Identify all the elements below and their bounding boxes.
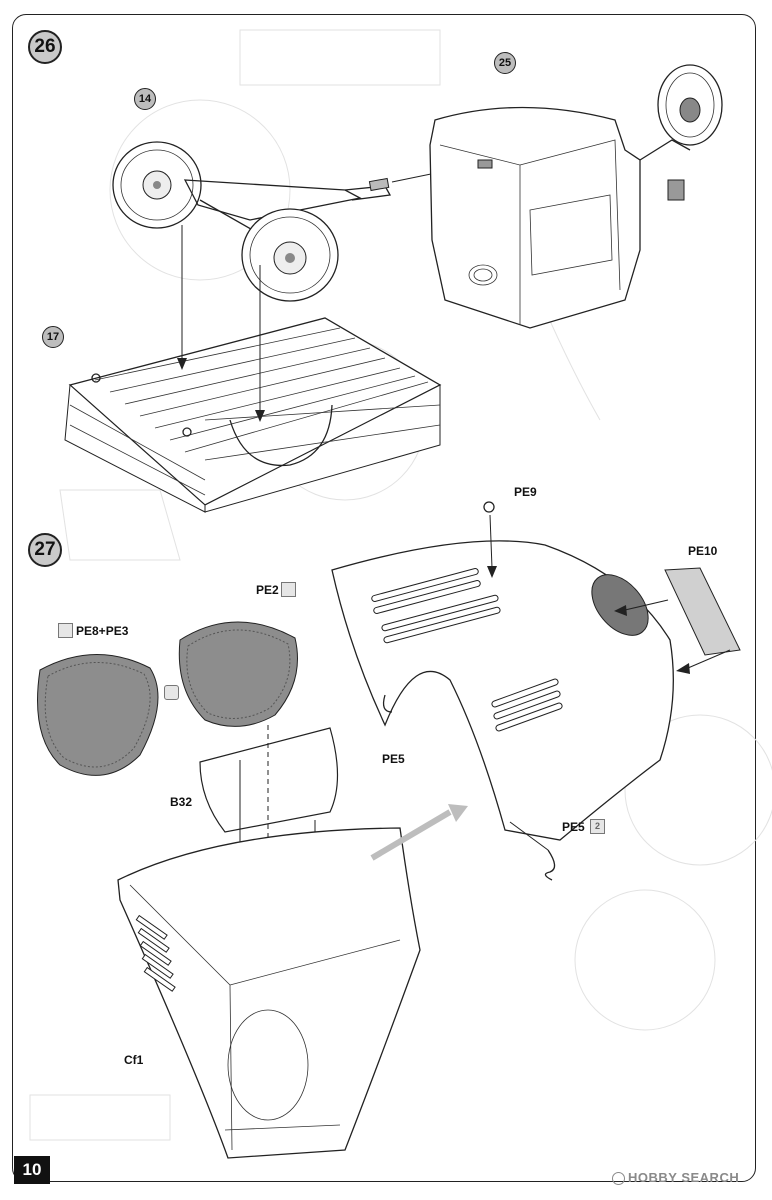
step26-crate xyxy=(64,225,442,513)
label-cf1: Cf1 xyxy=(124,1053,144,1067)
part-badge-17: 17 xyxy=(42,326,64,348)
label-pe2-text: PE2 xyxy=(256,583,279,597)
label-pe8-pe3: PE8+PE3 xyxy=(58,623,129,639)
copyright-icon xyxy=(612,1172,625,1186)
ghost-background xyxy=(29,29,772,1141)
part-badge-14: 14 xyxy=(134,88,156,110)
photo-etch-icon xyxy=(280,582,296,598)
step-number-26: 26 xyxy=(28,30,62,64)
label-pe8-pe3-text: PE8+PE3 xyxy=(76,624,129,638)
step-number-27: 27 xyxy=(28,533,62,567)
photo-etch-icon xyxy=(58,623,73,639)
bend-marker xyxy=(162,685,179,701)
step26-body xyxy=(429,64,723,329)
step27-mesh-right xyxy=(178,621,298,727)
watermark: HOBBY SEARCH xyxy=(612,1170,740,1186)
label-pe5-bottom: PE5 2 xyxy=(562,819,606,835)
watermark-text: HOBBY SEARCH xyxy=(628,1170,740,1185)
step27-cf1-body xyxy=(117,827,421,1159)
page-number: 10 xyxy=(14,1156,50,1184)
part-badge-25: 25 xyxy=(494,52,516,74)
step27-hood xyxy=(331,501,741,881)
step27-mesh-left xyxy=(37,654,159,776)
label-pe5-top: PE5 xyxy=(382,752,405,766)
label-pe2: PE2 xyxy=(256,582,296,598)
label-b32: B32 xyxy=(170,795,193,809)
bend-icon xyxy=(164,685,179,701)
label-pe10: PE10 xyxy=(688,544,718,558)
label-pe9: PE9 xyxy=(514,485,537,499)
quantity-icon: 2 xyxy=(590,819,606,835)
step26-axle xyxy=(112,141,478,302)
label-pe5-bottom-text: PE5 xyxy=(562,820,585,834)
